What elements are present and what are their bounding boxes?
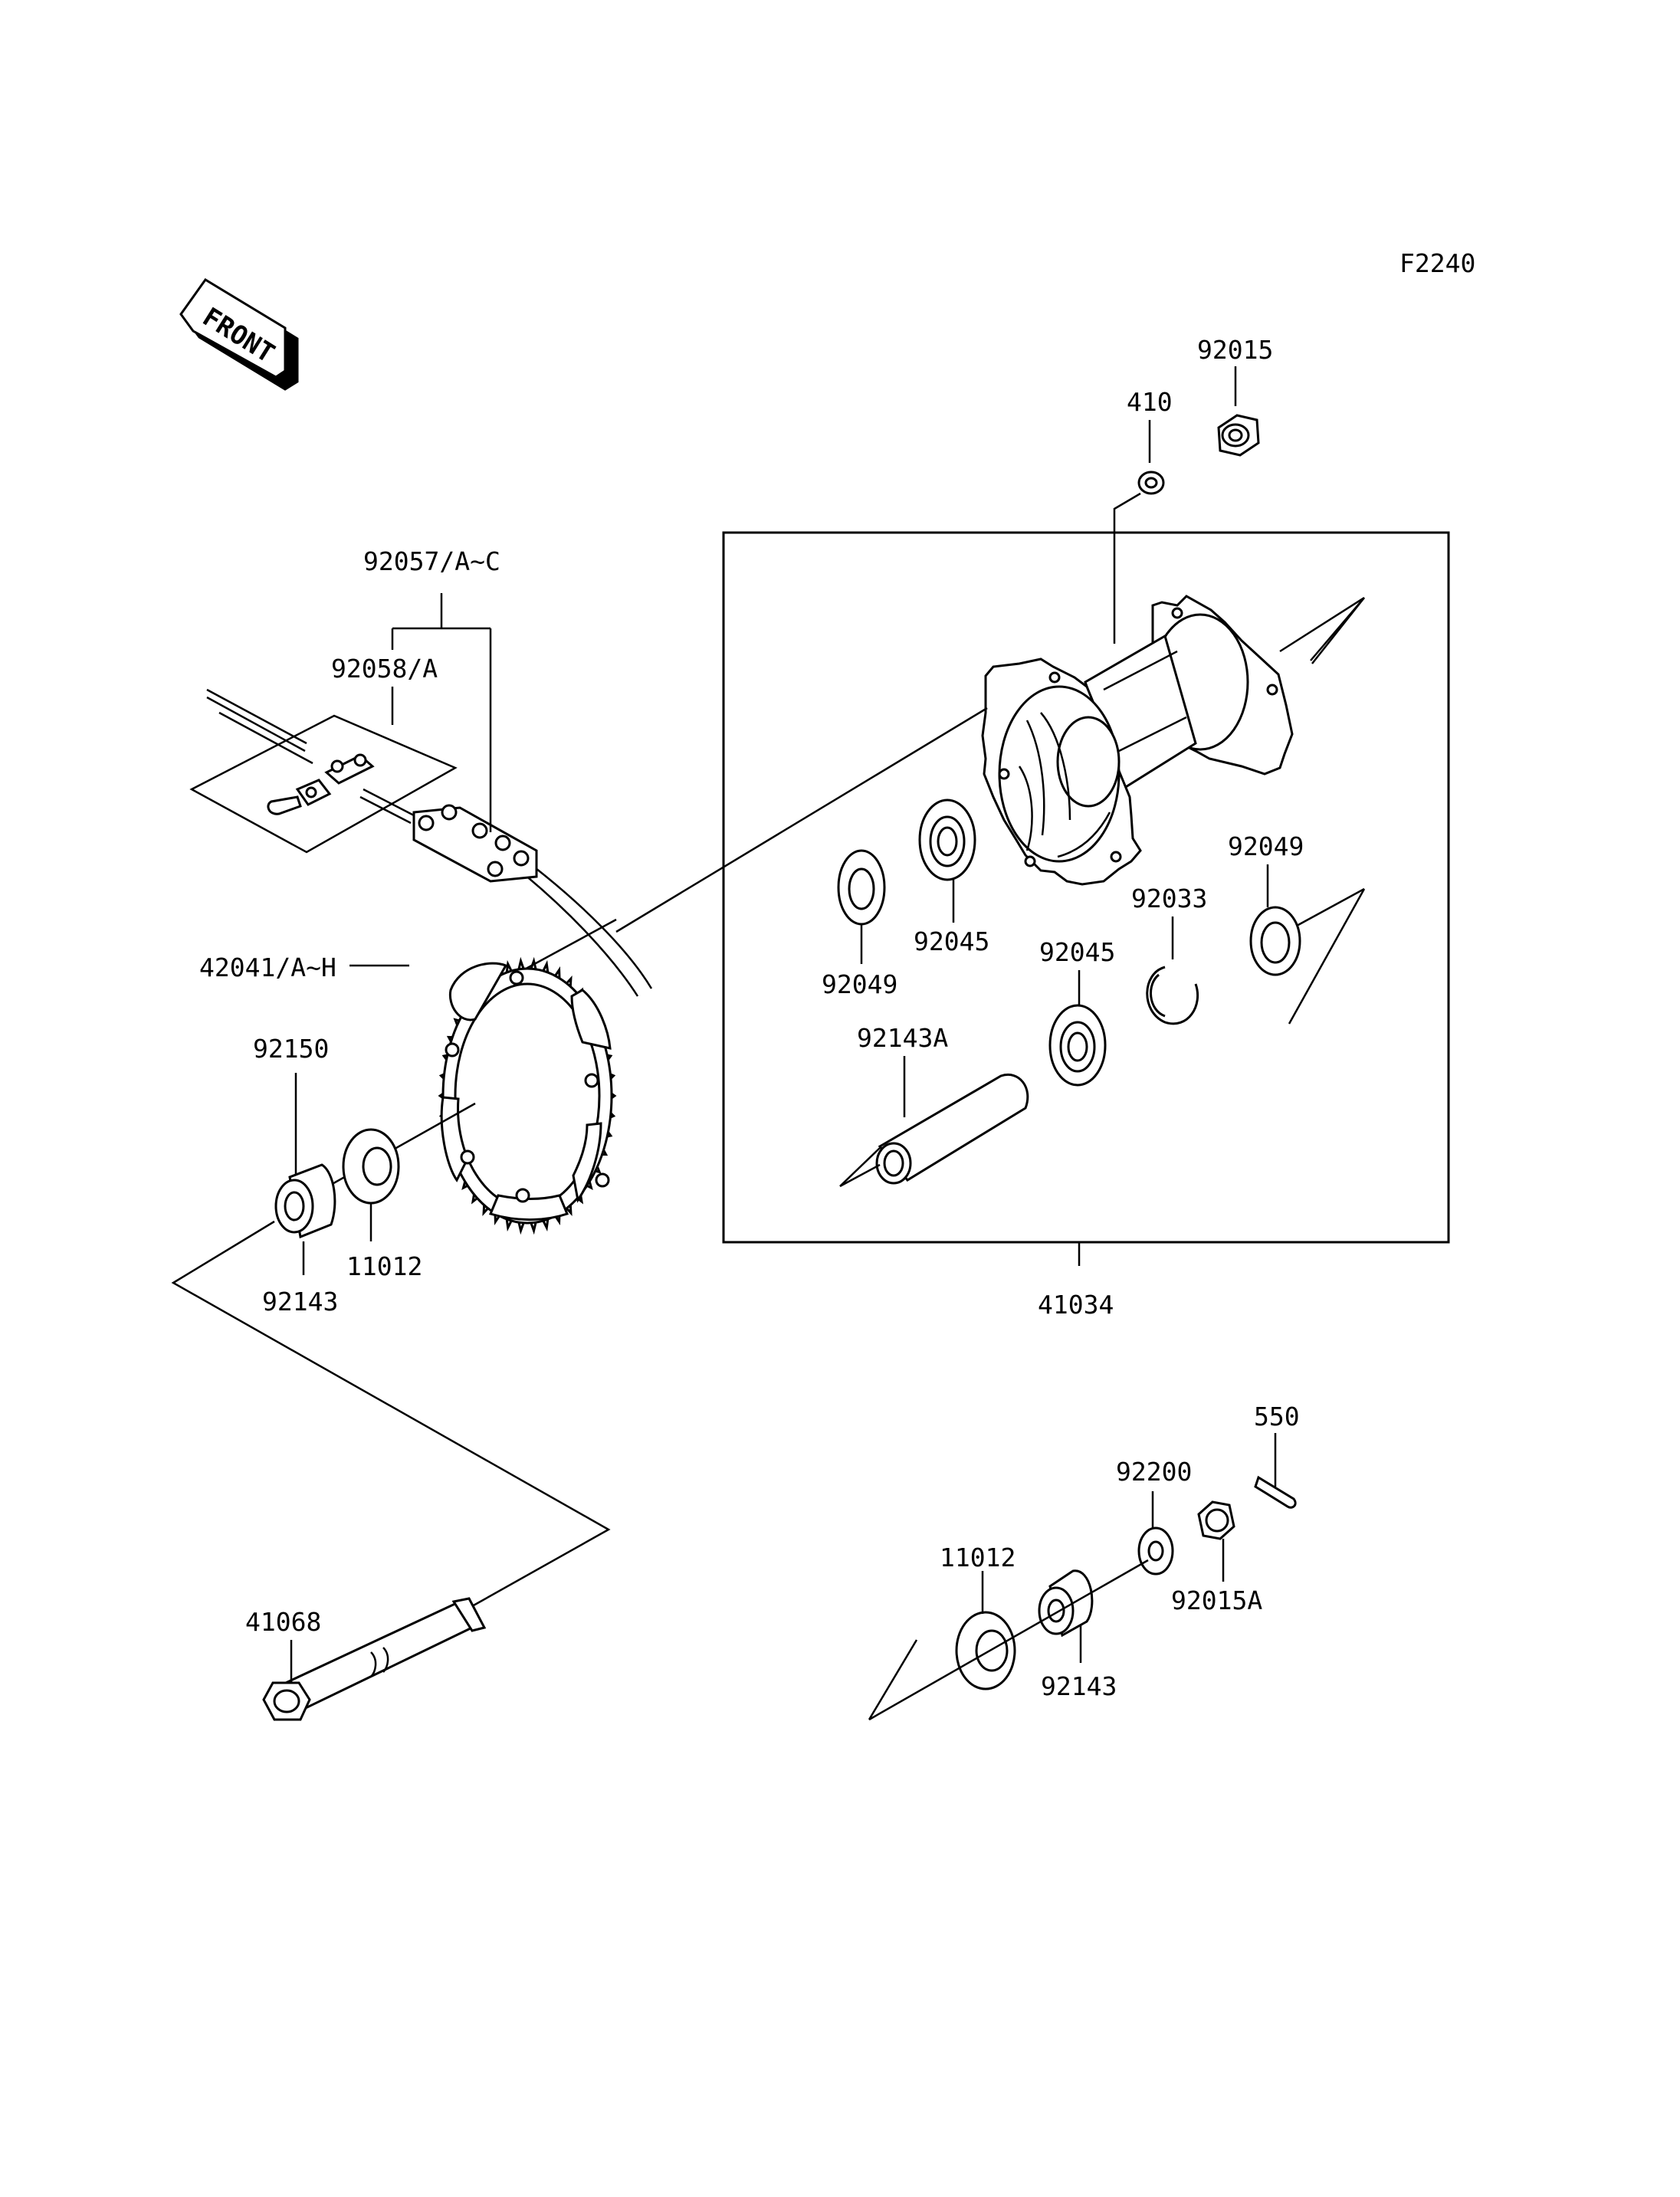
washer-right [1137,1526,1174,1576]
callout-92057: 92057/A~C [363,546,500,576]
callout-92015-top: 92015 [1197,335,1273,365]
axle-nut [1197,1500,1235,1540]
figure-code: F2240 [1399,248,1475,278]
chain-joint [267,753,375,815]
hub-bearing-left [918,798,976,881]
hub-seal-right [1249,906,1301,976]
callout-92200: 92200 [1116,1457,1192,1487]
callout-92049-left: 92049 [822,969,897,999]
chain-joint-box [189,714,458,854]
hub-bearing-right [1048,1004,1107,1087]
collar-left [274,1163,336,1239]
callout-92143-left: 92143 [262,1287,338,1317]
collar-right [1038,1569,1094,1638]
callout-42041: 42041/A~H [199,953,336,982]
callout-41034: 41034 [1038,1290,1114,1320]
callout-11012-right: 11012 [940,1543,1016,1572]
hub-assembly-frame [722,531,1450,1244]
callout-41068: 41068 [245,1607,321,1637]
seal-left [342,1128,400,1205]
rear-hub [981,595,1294,886]
drive-chain [206,688,653,997]
hub-spacer [875,1074,1029,1185]
callout-11012-left: 11012 [346,1251,422,1281]
callout-92049-right: 92049 [1228,831,1304,861]
callout-92150: 92150 [253,1034,329,1064]
callout-92143-right: 92143 [1041,1671,1117,1701]
rear-axle [262,1597,487,1721]
cotter-pin [1254,1475,1297,1509]
callout-92033: 92033 [1131,884,1207,913]
hub-seal-left [837,849,886,926]
callout-550: 550 [1254,1402,1300,1431]
callout-92045-left: 92045 [914,926,989,956]
hub-circlip [1146,966,1199,1025]
rear-sprocket [438,956,617,1235]
seal-right [955,1611,1016,1690]
callout-410: 410 [1127,387,1173,417]
callout-92045-right: 92045 [1039,937,1115,967]
washer-top [1137,471,1165,495]
front-arrow-icon: FRONT [179,277,299,391]
callout-92015A: 92015A [1171,1585,1262,1615]
callout-92143A: 92143A [857,1023,948,1053]
callout-92058: 92058/A [331,654,438,684]
nut-top [1217,414,1260,457]
